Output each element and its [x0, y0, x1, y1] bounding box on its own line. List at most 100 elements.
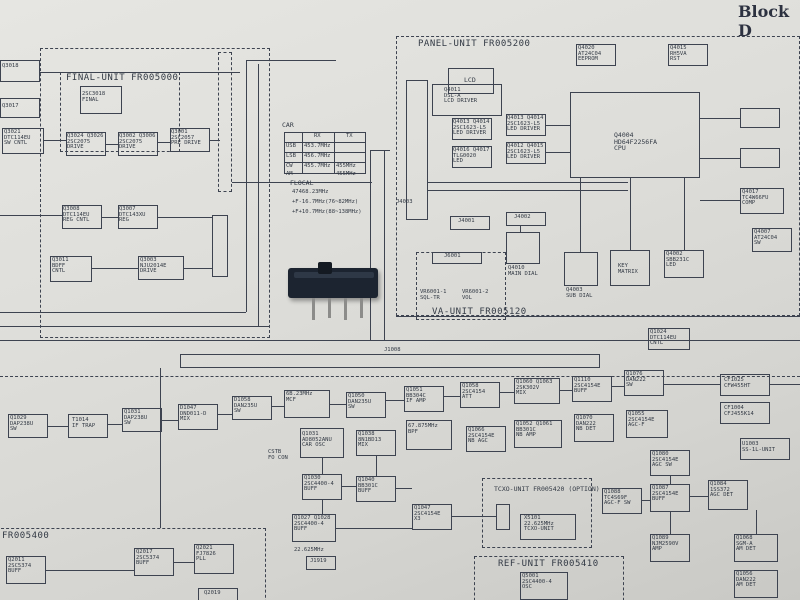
final-unit-label: FINAL-UNIT FR005000 — [66, 73, 179, 83]
car-row-lsb-rx: 456.7MHz — [304, 153, 331, 159]
block-t1014 — [68, 414, 108, 438]
connector-j4003 — [406, 80, 428, 220]
wire — [0, 215, 62, 216]
block-q4018 — [740, 148, 780, 168]
wire — [520, 226, 521, 232]
table-rule — [302, 132, 303, 174]
block-q3021-label: Q3021 DTC114EU SW CNTL — [4, 129, 31, 146]
wire — [0, 312, 246, 313]
block-q3008-label: Q3008 DTC114EU REG CNTL — [63, 206, 90, 223]
block-cf1025 — [720, 374, 770, 396]
block-x5101 — [520, 514, 576, 540]
block-q1055 — [626, 410, 668, 438]
wire — [630, 178, 631, 250]
wire — [428, 182, 628, 183]
wire — [560, 390, 572, 391]
block-u1003-label: U1003 SS-1L-UNIT — [742, 441, 776, 453]
wire — [684, 178, 685, 250]
block-q4012-label: Q4012 Q4015 2SC1623-L5 LED DRIVER — [507, 143, 544, 160]
wire — [322, 500, 323, 514]
block-q1047 — [412, 504, 452, 530]
block-q1062-label: Q1052 Q1061 BB301C NB AMP — [516, 421, 553, 438]
block-q3007 — [118, 205, 158, 229]
block-q1062 — [514, 420, 562, 448]
table-rule — [284, 142, 366, 143]
block-q1110-label: Q1110 2SC4154E BUFF — [574, 377, 601, 394]
block-q4013 — [506, 114, 546, 136]
wire — [158, 142, 170, 143]
floc-label: FLOCAL — [290, 179, 314, 187]
wire — [184, 268, 212, 269]
block-q4013a — [452, 118, 492, 140]
block-q1031 — [122, 408, 162, 432]
block-mcf-label: 6B.23MHz MCF — [286, 391, 313, 403]
car-row-cw: CW — [286, 163, 293, 169]
block-q3018 — [0, 60, 40, 82]
tcxo-unit-outline — [482, 478, 592, 548]
connector-j4001 — [450, 216, 490, 230]
block-q4011-label: Q4011 DSL-A LCD DRIVER — [444, 87, 478, 104]
block-q4011 — [432, 84, 502, 116]
block-q4016 — [452, 146, 492, 168]
block-q4020-label: Q4020 AT24C04 EEPROM — [578, 45, 602, 62]
block-final-label: 2SC3018 FINAL — [82, 91, 106, 103]
block-q3002 — [118, 132, 158, 156]
connector-j4003-label: J4003 — [396, 199, 413, 205]
connector-j4002 — [506, 212, 546, 226]
block-q4012 — [506, 142, 546, 164]
block-q4013a-label: Q4013 Q4014 2SC1623-L5 LED DRIVER — [453, 119, 490, 136]
block-q4017-label: Q4017 TC4W66FU COMP — [742, 189, 769, 206]
block-q1087-label: Q1087 2SC4154E BUFF — [652, 485, 679, 502]
block-q3001-label: Q3001 2SC2057 PRE DRIVE — [171, 129, 201, 146]
connector-j6001 — [432, 252, 482, 264]
wire — [642, 500, 650, 501]
switch-top-face — [294, 272, 374, 278]
floc-line-1: 47468.23MHz — [292, 189, 329, 195]
block-q1076-label: Q1076 DAN222 SW — [626, 371, 646, 388]
block-q1088-label: Q1088 TC4S69F AGC-F SW — [604, 489, 631, 506]
wire — [0, 326, 270, 327]
block-q1070-label: Q1070 DAN222 NB DET — [576, 415, 596, 432]
wire — [580, 178, 581, 252]
car-row-am: AM — [286, 171, 293, 177]
block-q3002-label: Q3002 Q3006 2SC2075 DRIVE — [119, 133, 156, 150]
block-lcd — [448, 68, 494, 94]
slide-switch-component — [288, 262, 384, 322]
wire — [664, 384, 720, 385]
wire — [272, 406, 284, 407]
block-q1051 — [404, 386, 444, 412]
block-q2021-label: Q2021 FJ7826 PLL — [196, 545, 216, 562]
block-q3024-label: Q3024 Q3026 2SC2075 DRIVE — [67, 133, 104, 150]
block-key-matrix — [610, 250, 650, 286]
block-q1060 — [514, 378, 560, 404]
block-d1047-label: D1047 DND011-D MIX — [180, 405, 207, 422]
wire — [106, 144, 118, 145]
block-q1066-label: Q1066 2SC4154E NB AGC — [468, 427, 495, 444]
wire — [444, 396, 460, 397]
wire — [396, 316, 800, 317]
wire — [700, 200, 740, 201]
block-q1080-label: Q1080 2SC4154E AGC SW — [652, 451, 679, 468]
wire — [452, 516, 496, 517]
block-q4014 — [740, 108, 780, 128]
block-q4004-label: Q4004 HD64F2256FA CPU — [614, 131, 658, 152]
block-d1047 — [178, 404, 218, 430]
car-label: CAR — [282, 121, 294, 129]
block-u1003 — [740, 438, 790, 460]
connector-j1919 — [306, 556, 336, 570]
block-q4007-label: Q4007 AT24C04 SW — [754, 229, 778, 246]
block-q3011 — [50, 256, 92, 282]
wire — [108, 424, 122, 425]
bus — [384, 150, 385, 340]
block-mcf — [284, 390, 330, 418]
block-q1089 — [650, 534, 690, 562]
car-row-lsb: LSB — [286, 153, 296, 159]
block-q4016-label: Q4016 Q4017 TLG0020 LED — [453, 147, 490, 164]
block-final — [80, 86, 122, 114]
tcxo-unit-label: TCXO-UNIT FR005420 (OPTION) — [494, 485, 600, 493]
wire — [174, 562, 194, 563]
wire — [0, 376, 800, 377]
block-q4015 — [668, 44, 708, 66]
wire — [670, 512, 671, 534]
wire — [162, 420, 178, 421]
